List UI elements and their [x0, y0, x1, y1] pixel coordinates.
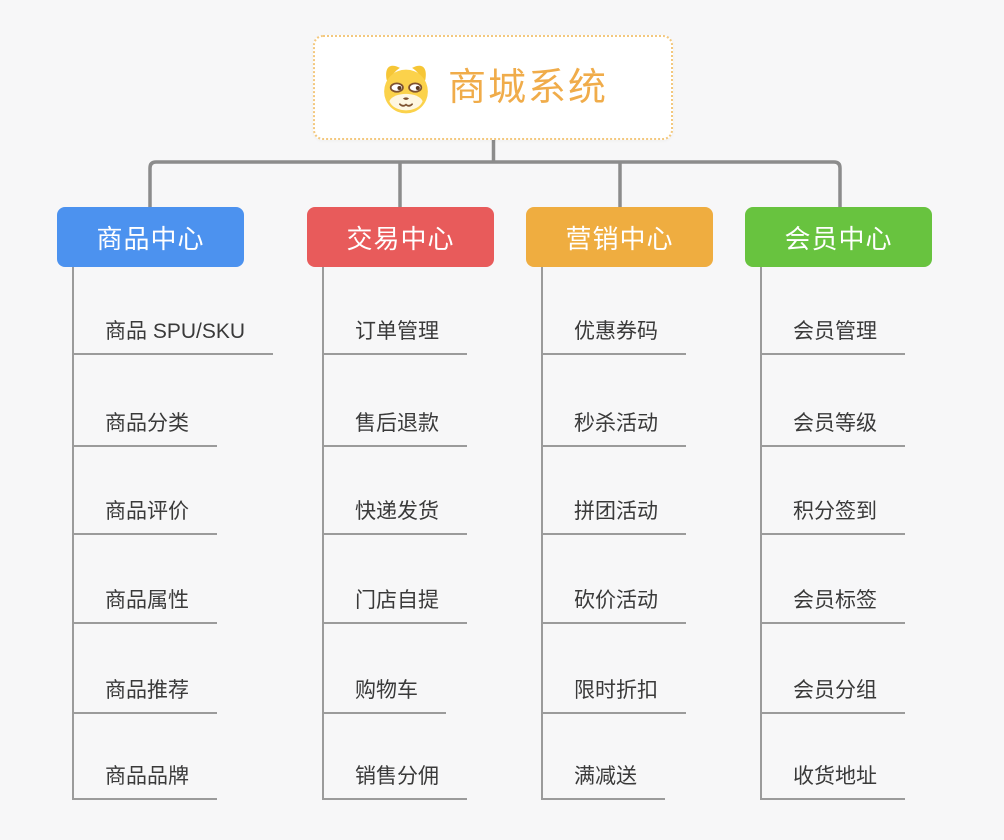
branch-item[interactable]: 会员分组 [760, 674, 905, 714]
branch-item[interactable]: 销售分佣 [322, 760, 467, 800]
branch-item[interactable]: 收货地址 [760, 760, 905, 800]
root-node[interactable]: 商城系统 [313, 35, 673, 140]
branch-item[interactable]: 限时折扣 [541, 674, 686, 714]
branch-header[interactable]: 交易中心 [307, 207, 494, 267]
branch-item[interactable]: 积分签到 [760, 495, 905, 535]
root-title: 商城系统 [447, 66, 608, 109]
branch-trunk-line [760, 267, 762, 798]
branch-item[interactable]: 商品分类 [72, 407, 217, 447]
branch-item[interactable]: 售后退款 [322, 407, 467, 447]
branch-header[interactable]: 会员中心 [745, 207, 932, 267]
branch-item[interactable]: 门店自提 [322, 584, 467, 624]
branch-item[interactable]: 会员管理 [760, 315, 905, 355]
branch-item[interactable]: 购物车 [322, 674, 446, 714]
branch-trunk-line [541, 267, 543, 798]
branch-item[interactable]: 会员标签 [760, 584, 905, 624]
branch-item[interactable]: 商品评价 [72, 495, 217, 535]
branch-item[interactable]: 优惠券码 [541, 315, 686, 355]
branch-item[interactable]: 商品推荐 [72, 674, 217, 714]
branch-trunk-line [322, 267, 324, 798]
branch-item[interactable]: 秒杀活动 [541, 407, 686, 447]
branch-trunk-line [72, 267, 74, 798]
dog-icon [384, 65, 428, 113]
branch-item[interactable]: 满减送 [541, 760, 665, 800]
branch-item[interactable]: 快递发货 [322, 495, 467, 535]
branch-item[interactable]: 会员等级 [760, 407, 905, 447]
branch-item[interactable]: 砍价活动 [541, 584, 686, 624]
branch-header[interactable]: 商品中心 [57, 207, 244, 267]
branch-item[interactable]: 订单管理 [322, 315, 467, 355]
branch-header[interactable]: 营销中心 [526, 207, 713, 267]
branch-item[interactable]: 商品品牌 [72, 760, 217, 800]
branch-item[interactable]: 商品属性 [72, 584, 217, 624]
branch-item[interactable]: 拼团活动 [541, 495, 686, 535]
branch-item[interactable]: 商品 SPU/SKU [72, 315, 274, 355]
